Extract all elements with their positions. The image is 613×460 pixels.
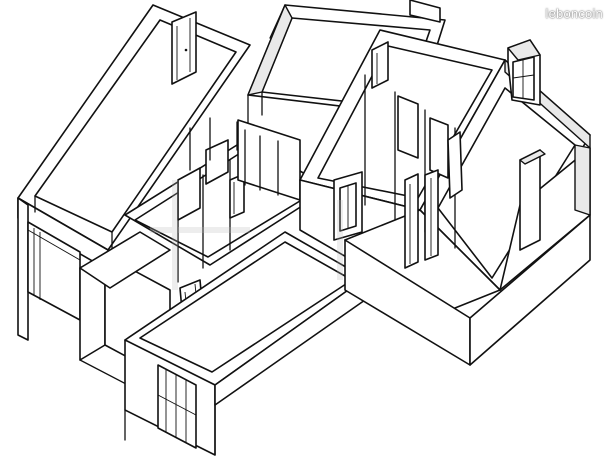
- right-wing-room: [344, 144, 591, 366]
- right-upper-door: [371, 41, 389, 89]
- front-door-glazed: [157, 364, 197, 449]
- right-side-chimney: [519, 149, 546, 251]
- right-open-doors: [404, 131, 463, 269]
- front-left-block: [79, 231, 171, 386]
- left-wing-door: [171, 11, 197, 85]
- leboncoin-watermark: leboncoin: [545, 6, 603, 21]
- faint-watermark-mark: [150, 180, 343, 290]
- right-small-window: [333, 171, 363, 241]
- right-interior-partitions: [364, 74, 456, 249]
- roof-dormer-window: [507, 39, 541, 106]
